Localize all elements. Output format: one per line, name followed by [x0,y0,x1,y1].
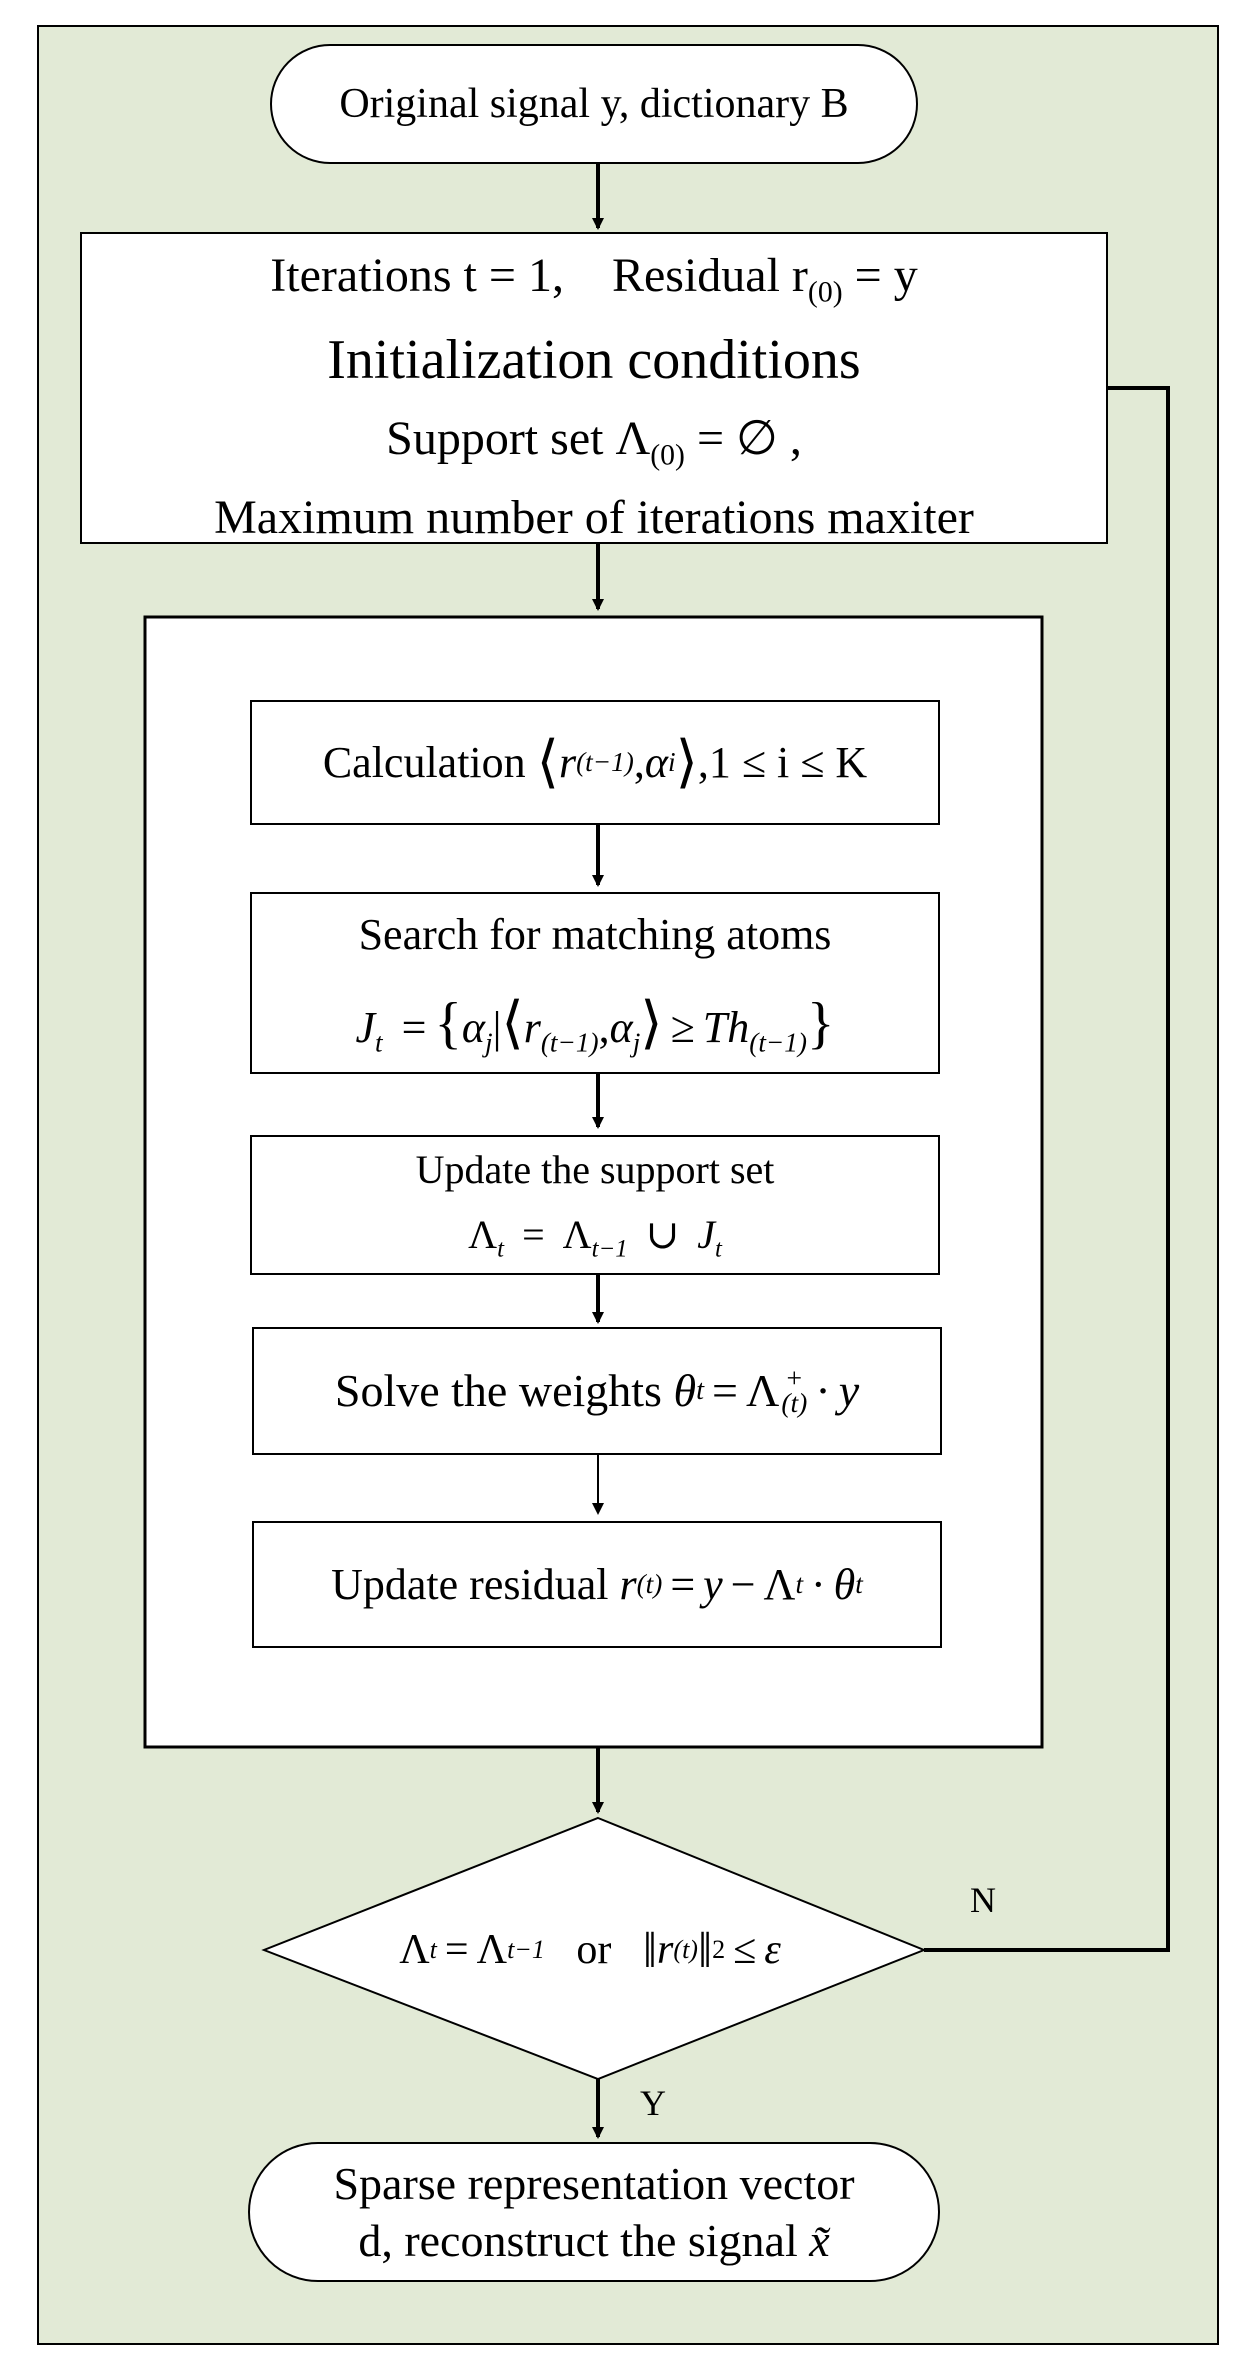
search-node: Search for matching atoms Jt ={αj|⟨r(t−1… [250,892,940,1074]
end-line-1: Sparse representation vector [333,2157,855,2209]
end-line-2: d, reconstruct the signal x̃ [358,2215,830,2266]
search-title: Search for matching atoms [358,909,832,959]
init-support-set: Support set Λ(0) = ∅ , [386,412,802,472]
search-formula: Jt ={αj|⟨r(t−1),αj⟩≥Th(t−1)} [355,991,835,1058]
update-residual-label: Update residual [331,1560,609,1609]
start-node: Original signal y, dictionary B [270,44,918,164]
edge-label-yes: Y [640,2083,666,2123]
calc-label: Calculation [322,738,526,787]
edge-label-no: N [970,1880,996,1920]
edge-decision-no-loopback [924,386,1170,1952]
init-line-1: Iterations t = 1, Residual r(0) = y [270,249,918,309]
init-node: Iterations t = 1, Residual r(0) = y Init… [80,232,1108,544]
init-maxiter: Maximum number of iterations maxiter [214,490,974,544]
end-node: Sparse representation vector d, reconstr… [248,2142,940,2282]
decision-diamond [261,1816,927,2081]
start-label: Original signal y, dictionary B [339,80,849,127]
solve-label: Solve the weights [334,1365,662,1417]
update-support-node: Update the support set Λt = Λt−1 ∪ Jt [250,1135,940,1275]
update-support-formula: Λt = Λt−1 ∪ Jt [468,1211,722,1263]
init-title: Initialization conditions [327,328,861,391]
update-support-title: Update the support set [415,1146,775,1192]
calc-range: ,1 ≤ i ≤ K [697,738,868,787]
